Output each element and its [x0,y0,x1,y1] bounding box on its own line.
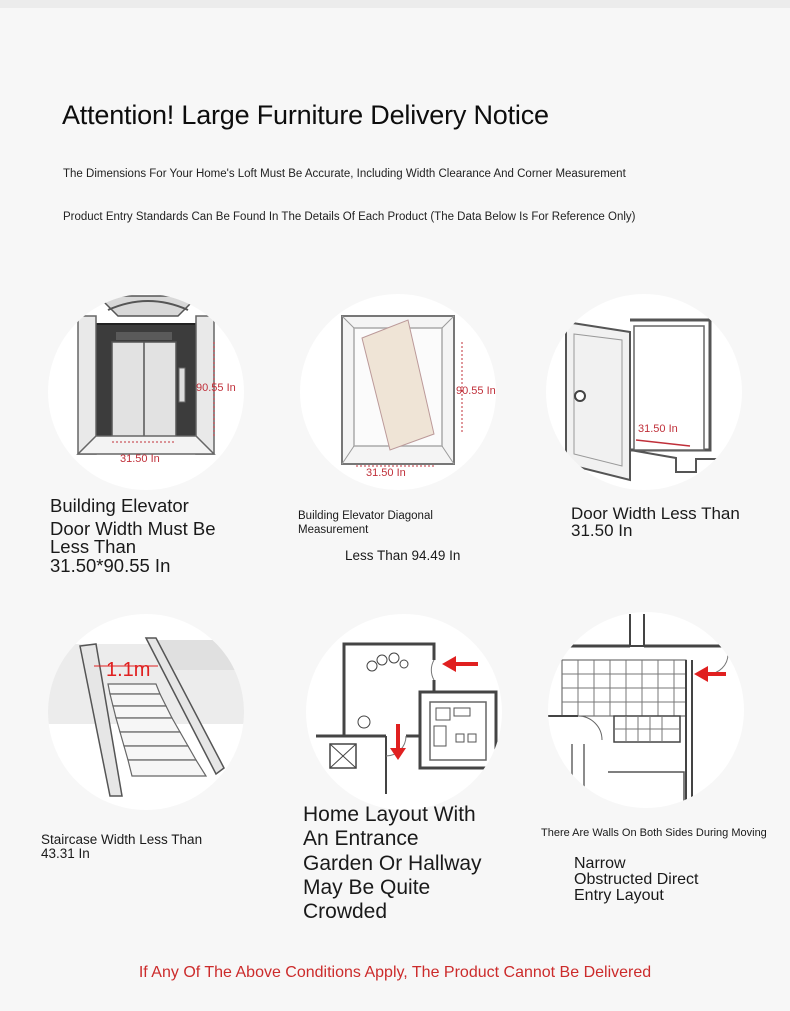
staircase-caption: Staircase Width Less Than 43.31 In [41,832,203,861]
door-width-label: 31.50 In [638,423,678,435]
staircase-illustration: 1.1m [48,614,244,810]
notice-subtitle-2: Product Entry Standards Can Be Found In … [63,211,636,223]
delivery-warning: If Any Of The Above Conditions Apply, Th… [138,964,652,981]
walls-caption-top: There Are Walls On Both Sides During Mov… [541,827,767,839]
elevator-door-caption: Building Elevator Door Width Must Be Les… [50,495,216,576]
elevator-door-illustration: 90.55 In 31.50 In [48,294,244,490]
elevator-height-label: 90.55 In [196,382,236,394]
door-caption: Door Width Less Than 31.50 In [571,504,740,540]
walls-illustration [548,612,744,808]
elevator-diagonal-illustration: 90.55 In 31.50 In [300,294,496,490]
diagonal-height-label: 90.55 In [456,385,496,397]
door-illustration: 31.50 In [546,294,742,490]
home-layout-illustration [306,614,502,810]
notice-title: Attention! Large Furniture Delivery Noti… [62,100,549,130]
walls-caption: Narrow Obstructed Direct Entry Layout [574,855,699,904]
home-layout-caption: Home Layout With An Entrance Garden Or H… [303,803,482,924]
elevator-width-label: 31.50 In [120,453,160,465]
notice-subtitle-1: The Dimensions For Your Home's Loft Must… [63,168,626,180]
staircase-width-label: 1.1m [106,659,150,681]
diagonal-width-label: 31.50 In [366,467,406,479]
elevator-diagonal-value: Less Than 94.49 In [345,548,461,563]
elevator-diagonal-caption: Building Elevator Diagonal Measurement [298,510,433,536]
